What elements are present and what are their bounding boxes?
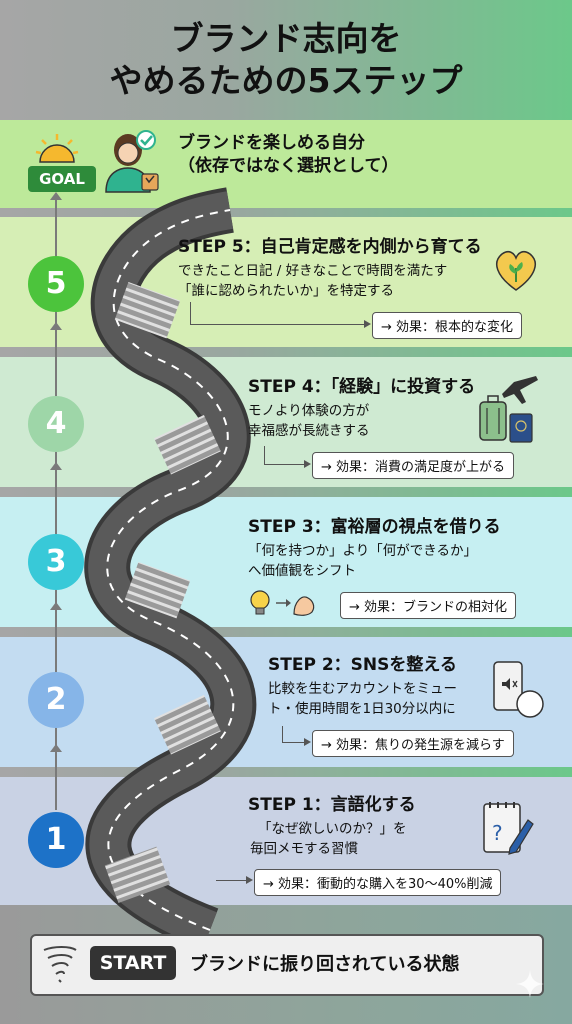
stairs-1 — [104, 846, 171, 904]
step5-effect-arrow — [364, 320, 371, 328]
step5-badge: 5 — [28, 256, 84, 312]
sparkle-icon — [516, 970, 544, 998]
step2-desc-1: 比較を生むアカウントをミュー — [268, 681, 457, 697]
start-box — [30, 934, 544, 996]
goal-line-1: ブランドを楽しめる自分 — [178, 133, 365, 153]
step4-desc-2: 幸福感が長続きする — [248, 423, 370, 439]
step4-effect: → 効果：消費の満足度が上がる — [312, 452, 515, 479]
stairs-5 — [114, 281, 181, 339]
happy-person-icon — [105, 130, 159, 193]
progress-arrow-2 — [50, 744, 62, 752]
stairs-4 — [154, 415, 221, 475]
step5-title: STEP 5：自己肯定感を内側から育てる — [178, 237, 482, 257]
svg-text:?: ? — [492, 821, 503, 845]
step1-effect-connector — [216, 880, 248, 881]
start-tag: START — [90, 946, 176, 980]
step3-desc-1: 「何を持つか」より「何ができるか」 — [248, 543, 477, 559]
goal-tag: GOAL — [28, 166, 96, 192]
title-line-2: やめるための5ステップ — [109, 61, 463, 100]
goal-band — [0, 120, 572, 208]
step1-desc-2: 毎回メモする習慣 — [250, 841, 358, 857]
heart-plant-icon — [496, 251, 536, 291]
step4-effect-connector — [264, 446, 307, 465]
stairs-3 — [124, 561, 191, 619]
step1-effect: → 効果：衝動的な購入を30〜40%削減 — [254, 869, 502, 896]
step3-title: STEP 3：富裕層の視点を借りる — [248, 517, 501, 537]
step5-effect-connector — [190, 302, 367, 325]
progress-arrow-4 — [50, 462, 62, 470]
page-title: ブランド志向を やめるための5ステップ — [0, 18, 572, 102]
title-line-1: ブランド志向を — [170, 19, 402, 58]
tornado-icon — [43, 946, 77, 983]
progress-line — [55, 198, 57, 810]
step5-desc-1: できたこと日記 / 好きなことで時間を満たす — [178, 263, 448, 279]
idea-strength-icon — [250, 590, 315, 616]
step2-desc-2: ト・使用時間を1日30分以内に — [268, 701, 456, 717]
goal-line-2: （依存ではなく選択として） — [178, 156, 399, 176]
step4-title: STEP 4：「経験」に投資する — [248, 377, 476, 397]
step2-title: STEP 2：SNSを整える — [268, 655, 457, 675]
step2-badge: 2 — [28, 672, 84, 728]
start-text: ブランドに振り回されている状態 — [190, 954, 460, 975]
stairs-2 — [154, 695, 221, 755]
step4-effect-arrow — [304, 460, 311, 468]
progress-arrow-5 — [50, 322, 62, 330]
step5-desc-2: 「誰に認められたいか」を特定する — [178, 283, 394, 299]
memo-pen-icon: ? — [483, 802, 534, 855]
step3-desc-2: へ価値観をシフト — [248, 563, 356, 579]
step2-effect: → 効果：焦りの発生源を減らす — [312, 730, 514, 757]
step1-title: STEP 1：言語化する — [248, 795, 416, 815]
step3-badge: 3 — [28, 534, 84, 590]
sunrise-icon — [35, 134, 79, 163]
step4-desc-1: モノより体験の方が — [248, 403, 370, 419]
step5-effect: → 効果：根本的な変化 — [372, 312, 523, 339]
step4-badge: 4 — [28, 396, 84, 452]
phone-timer-icon — [493, 661, 544, 718]
step1-effect-arrow — [246, 876, 253, 884]
step1-desc-1: 「なぜ欲しいのか？」を — [258, 821, 407, 837]
progress-arrow-3 — [50, 602, 62, 610]
step2-effect-arrow — [304, 738, 311, 746]
travel-icon — [479, 376, 538, 443]
step1-badge: 1 — [28, 812, 84, 868]
step3-effect: → 効果：ブランドの相対化 — [340, 592, 517, 619]
progress-arrow-goal — [50, 192, 62, 200]
goal-text: ブランドを楽しめる自分 （依存ではなく選択として） — [178, 132, 399, 178]
step2-effect-connector — [282, 726, 307, 743]
